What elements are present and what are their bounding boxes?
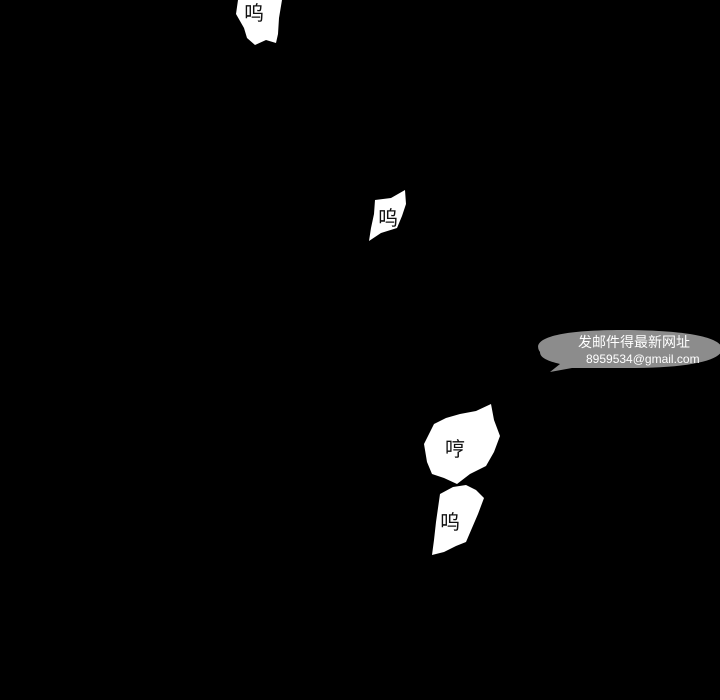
sfx-bubble-2: 呜: [369, 190, 406, 241]
watermark-line-2: 8959534@gmail.com: [586, 352, 700, 366]
sfx-text-2: 呜: [378, 206, 398, 230]
sfx-bubble-1: 呜: [236, 0, 282, 45]
watermark-line-1: 发邮件得最新网址: [578, 334, 690, 350]
bottom-dark-strip: [0, 625, 720, 700]
watermark-bubble: 发邮件得最新网址 8959534@gmail.com: [538, 330, 720, 372]
sfx-bubble-3: 哼: [424, 404, 500, 484]
sfx-text-1: 呜: [244, 1, 264, 25]
sfx-bubble-4: 呜: [432, 485, 484, 555]
sfx-text-3: 哼: [445, 437, 465, 461]
sfx-text-4: 呜: [440, 510, 460, 534]
